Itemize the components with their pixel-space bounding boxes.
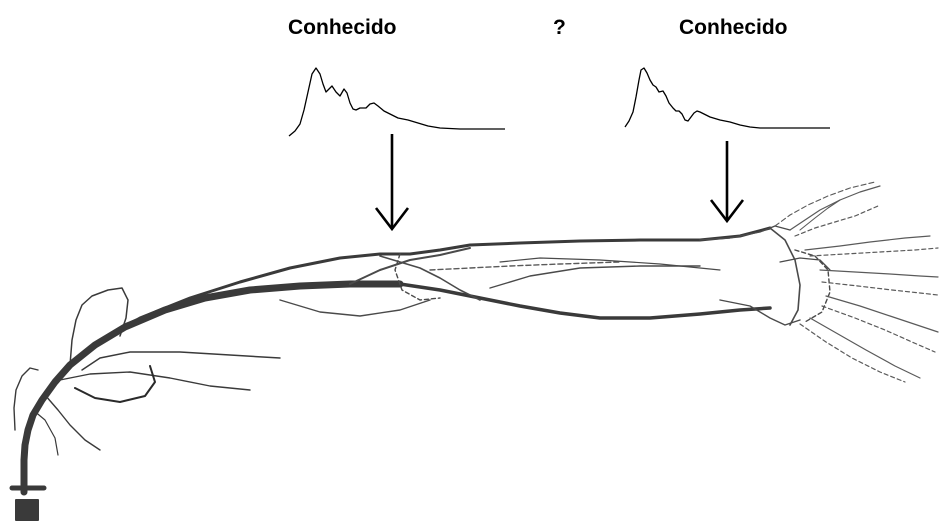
upper-forearm-vessel [95,228,770,345]
pulse-waveform-icon [625,68,830,128]
digital-artery-3b [822,282,938,295]
down-arrow-icon [376,134,408,229]
digital-artery-5 [810,318,920,378]
brachial-artery [400,284,770,318]
digital-artery-4b [822,306,935,352]
label-unknown-segment: ? [553,16,566,40]
interosseous-branch [500,258,720,270]
label-known-distal: Conhecido [679,16,788,40]
pulse-waveform-icon [289,68,505,136]
digital-artery-1b [795,206,878,236]
elbow-dash-branch [430,262,620,270]
waveform-right [625,68,830,128]
forearm-mid-branch [490,266,700,288]
thumb-artery-solid [800,200,840,230]
digital-artery-2b [810,248,938,256]
subclavian-stem [24,284,400,492]
digital-artery-5b [800,324,905,382]
shoulder-branch-6 [33,410,58,455]
shoulder-branch-2 [82,352,280,370]
shoulder-branch-5 [45,395,100,450]
stem-base-block [16,500,38,520]
arm-arterial-tree [12,182,938,520]
forearm-lower-branch [280,300,430,316]
elbow-loop [395,254,440,300]
label-known-proximal: Conhecido [288,16,397,40]
down-arrow-icon [711,141,743,221]
shoulder-loop [75,366,155,402]
thumb-artery [775,182,875,226]
digital-artery-2 [805,236,930,250]
palmar-arch-superficial [770,228,800,325]
waveform-left [289,68,505,136]
digital-artery-3 [820,270,938,277]
